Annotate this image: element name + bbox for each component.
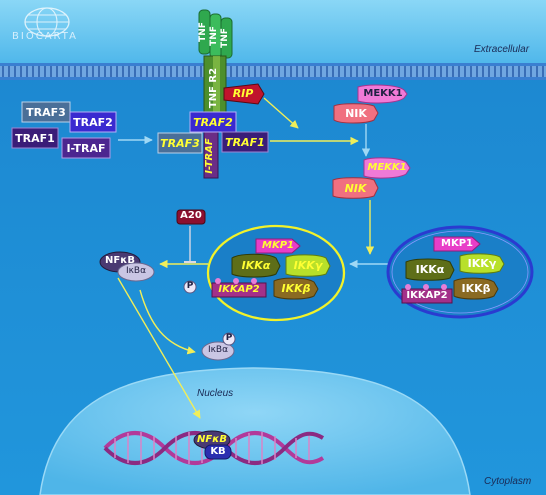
nik-top-label: NIK [345,107,367,120]
mkp1-yellow-label: MKP1 [262,240,294,251]
ikba-label: IκBα [125,266,147,276]
nik-low-shape [332,177,379,199]
released-p-shape [222,332,236,346]
mkp1-blue-shape [433,236,481,252]
ikkb-yellow-shape [273,277,319,300]
biocarta-logo [24,7,70,37]
traf-legend [11,101,117,159]
ikkg-yellow-label: IKKγ [293,259,323,272]
ikkap2-yellow-shape [211,282,267,298]
ikkg-blue-shape [459,253,505,274]
traf1-legend-label: TRAF1 [15,132,55,145]
mekk1-top-shape [357,84,408,104]
ikkap2-blue-shape [401,288,453,304]
nik-top-shape [333,103,379,124]
phospho-p-label: P [186,281,194,291]
nuclear-nfkb-label: NFκB [197,434,227,445]
nucleus-label: Nucleus [197,388,234,399]
ikkb-blue-shape [453,277,499,300]
ikkg-yellow-shape [285,254,331,277]
ikka-yellow-shape [231,253,281,278]
ikkap2-yellow-label: IKKAP2 [218,284,260,295]
released-ikba-shape [201,341,235,361]
itraf-complex-label: I-TRAF [204,138,215,174]
a20-label: A20 [180,210,202,221]
released-ikba-label: IκBα [207,345,229,355]
extracellular-label: Extracellular [474,44,530,55]
ikka-blue-label: IKKα [415,263,445,276]
tnf-label-3: TNF [220,28,230,48]
itraf-legend-label: I-TRAF [66,142,106,155]
ikkap2-blue-label: IKKAP2 [406,290,448,301]
cytoplasm-label: Cytoplasm [484,476,532,487]
phospho-p-shape [183,280,197,294]
arrow-rip [263,97,299,129]
ikkb-yellow-label: IKKβ [281,282,311,295]
ikkg-blue-label: IKKγ [467,257,497,270]
traf3-complex-label: TRAF3 [160,137,200,150]
nuclear-kb-shape [204,444,232,460]
rip-label: RIP [232,87,254,100]
mekk1-top-label: MEKK1 [363,88,403,99]
ikka-blue-shape [405,258,455,281]
extracellular-region [0,0,546,66]
ikba-shape [117,262,155,282]
released-p-label: P [225,333,233,343]
mkp1-blue-label: MKP1 [441,238,473,249]
nuclear-kb-label: KB [210,446,226,457]
rip-shape [223,83,265,105]
ikkb-blue-label: IKKβ [461,282,491,295]
biocarta-logo-text: BIOCARTA [12,31,78,42]
nfkb-label: NFκB [105,255,135,266]
ikka-yellow-label: IKKα [241,259,271,272]
mekk1-low-label: MEKK1 [367,162,407,173]
traf-complex [157,111,269,154]
traf1-complex-label: TRAF1 [225,136,265,149]
traf3-legend-label: TRAF3 [26,106,66,119]
arrow-nfkb-to-nucleus [117,277,201,419]
cell-membrane [0,63,546,80]
arrow-release-ikba [139,289,196,355]
traf2-complex-label: TRAF2 [193,116,233,129]
nik-low-label: NIK [344,182,367,195]
mkp1-yellow-shape [255,238,301,254]
mekk1-low-shape [363,157,411,179]
traf2-legend-label: TRAF2 [73,116,113,129]
a20-shape [176,209,206,225]
tnf-r2-label: TNF R2 [208,67,219,109]
